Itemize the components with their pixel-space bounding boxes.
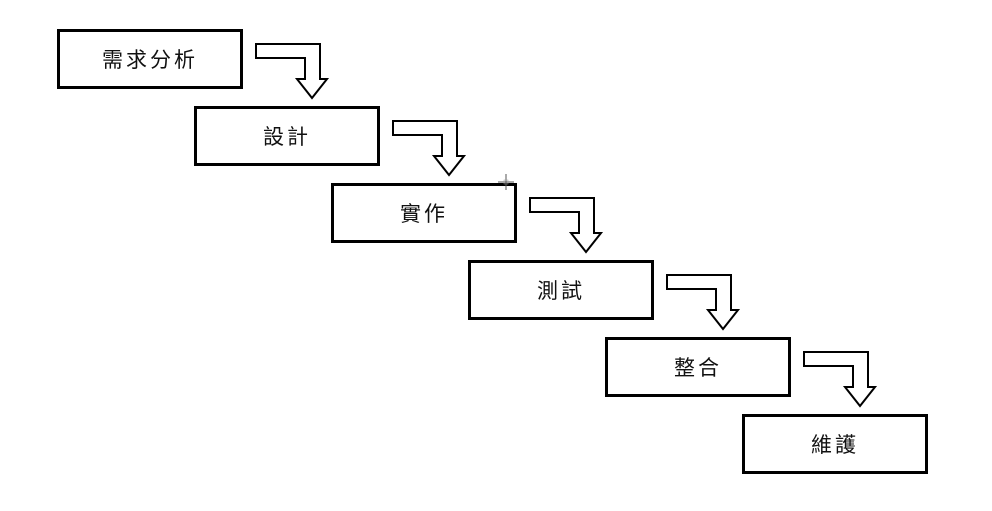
bent-arrow-down-icon (392, 120, 467, 177)
crosshair-cursor-icon (498, 174, 514, 190)
step-label: 測試 (537, 279, 585, 303)
step-box-testing[interactable]: 測試 (468, 260, 654, 320)
step-box-requirements-analysis[interactable]: 需求分析 (57, 29, 243, 89)
step-box-maintenance[interactable]: 維護 (742, 414, 928, 474)
step-box-design[interactable]: 設計 (194, 106, 380, 166)
step-box-integration[interactable]: 整合 (605, 337, 791, 397)
bent-arrow-down-icon (255, 43, 330, 100)
step-label: 維護 (811, 433, 859, 457)
step-label: 實作 (400, 202, 448, 226)
step-box-implementation[interactable]: 實作 (331, 183, 517, 243)
step-label: 需求分析 (102, 48, 198, 72)
bent-arrow-down-icon (803, 351, 878, 408)
bent-arrow-down-icon (666, 274, 741, 331)
step-label: 設計 (263, 125, 311, 149)
step-label: 整合 (674, 356, 722, 380)
bent-arrow-down-icon (529, 197, 604, 254)
